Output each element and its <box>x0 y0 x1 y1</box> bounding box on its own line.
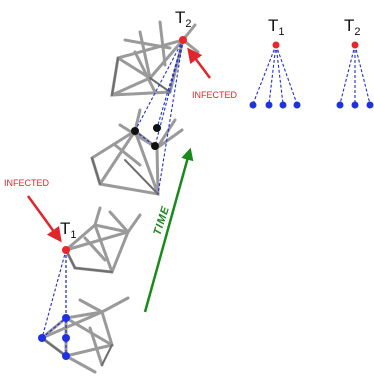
infected-node-t1 <box>62 246 70 254</box>
arrow-icon <box>26 195 62 243</box>
tree-links-t1 <box>41 249 67 356</box>
node <box>131 127 139 135</box>
label-t2-network: T2 <box>175 8 192 30</box>
infected-node-t2 <box>179 36 187 44</box>
node <box>38 334 46 342</box>
nodes <box>38 36 187 360</box>
svg-text:T2: T2 <box>175 8 192 30</box>
leaf-node <box>366 101 374 109</box>
infected-label: INFECTED <box>192 90 238 100</box>
network-snapshot-4 <box>39 296 130 374</box>
network-snapshot-2 <box>90 108 184 196</box>
leaf-node <box>249 101 257 109</box>
leaf-node <box>265 101 273 109</box>
node <box>62 314 70 322</box>
tree-t2: T2 <box>336 16 374 109</box>
network-snapshot-3 <box>64 206 142 274</box>
svg-text:T1: T1 <box>60 219 77 241</box>
node <box>153 124 161 132</box>
svg-text:T2: T2 <box>344 16 361 38</box>
node <box>151 142 159 150</box>
arrow-icon <box>187 47 211 79</box>
node <box>62 334 70 342</box>
infected-annotation-top: INFECTED <box>187 47 238 100</box>
arrow-icon <box>143 147 194 313</box>
leaf-node <box>336 101 344 109</box>
tree-t1: T1 <box>249 16 301 109</box>
node <box>62 352 70 360</box>
leaf-node <box>351 101 359 109</box>
infected-annotation-left: INFECTED <box>4 178 62 243</box>
network-snapshot-1 <box>110 20 200 97</box>
root-node <box>272 41 280 49</box>
label-t1-network: T1 <box>60 219 77 241</box>
leaf-node <box>293 101 301 109</box>
leaf-node <box>279 101 287 109</box>
root-node <box>351 41 359 49</box>
infected-label: INFECTED <box>4 178 50 188</box>
svg-text:T1: T1 <box>268 16 285 38</box>
